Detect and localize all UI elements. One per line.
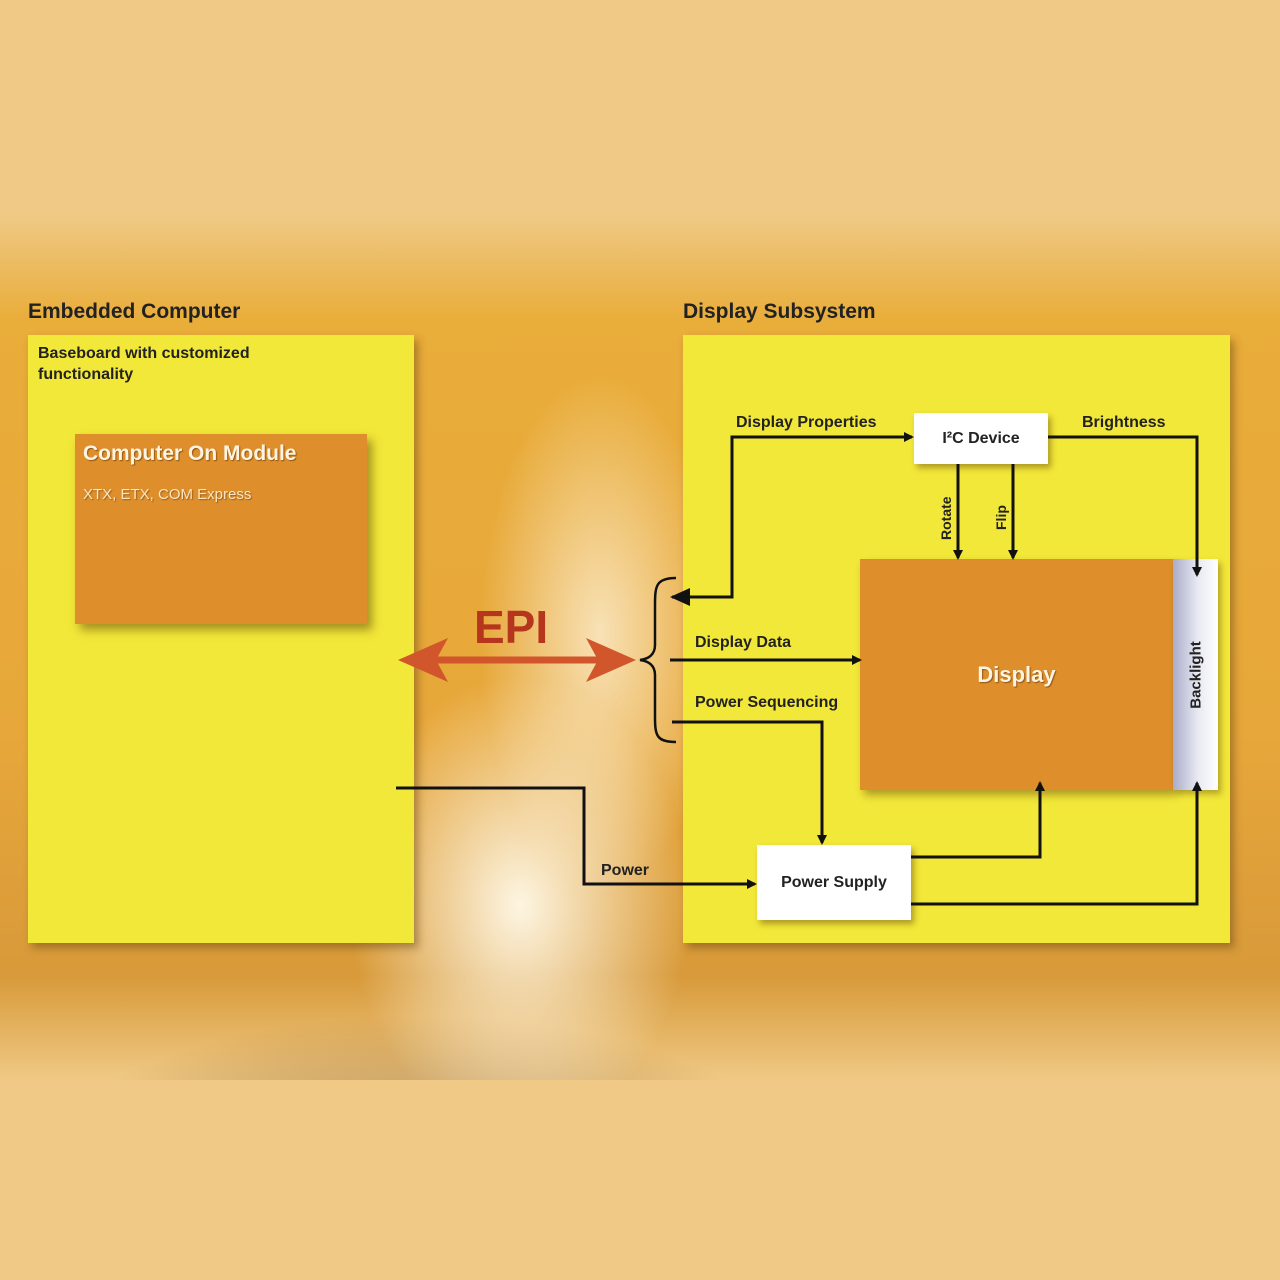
brightness-line: [1048, 435, 1202, 577]
computer-on-module-title: Computer On Module: [83, 442, 297, 465]
epi-double-arrow: [398, 638, 636, 682]
embedded-computer-heading: Embedded Computer: [28, 300, 241, 323]
baseboard-note-line1: Baseboard with customized: [38, 345, 250, 362]
power-sequencing-line: [672, 720, 827, 845]
brightness-label: Brightness: [1082, 414, 1166, 431]
embedded-computer-panel: Baseboard with customized functionality …: [28, 335, 414, 943]
power-label: Power: [601, 862, 650, 879]
i2c-device-box: I²C Device: [914, 413, 1048, 464]
computer-on-module-box: Computer On Module XTX, ETX, COM Express: [75, 434, 367, 624]
display-subsystem-heading: Display Subsystem: [683, 300, 876, 323]
interface-brace: [639, 576, 677, 744]
computer-on-module-subtitle: XTX, ETX, COM Express: [83, 486, 252, 503]
epi-label: EPI: [474, 601, 549, 653]
rotate-label: Rotate: [938, 496, 954, 540]
backlight-box: Backlight: [1173, 559, 1218, 790]
power-supply-box: Power Supply: [757, 845, 911, 920]
supply-to-backlight-line: [911, 781, 1202, 906]
baseboard-note-line2: functionality: [38, 366, 134, 383]
supply-to-display-line: [911, 781, 1045, 859]
display-data-label: Display Data: [695, 634, 792, 651]
flip-label: Flip: [993, 505, 1009, 530]
display-box: Display: [860, 559, 1173, 790]
display-properties-label: Display Properties: [736, 414, 877, 431]
power-sequencing-label: Power Sequencing: [695, 694, 839, 711]
display-properties-line: [672, 432, 914, 599]
power-line: [396, 786, 757, 889]
baseboard-note: Baseboard with customized functionality: [38, 343, 250, 385]
